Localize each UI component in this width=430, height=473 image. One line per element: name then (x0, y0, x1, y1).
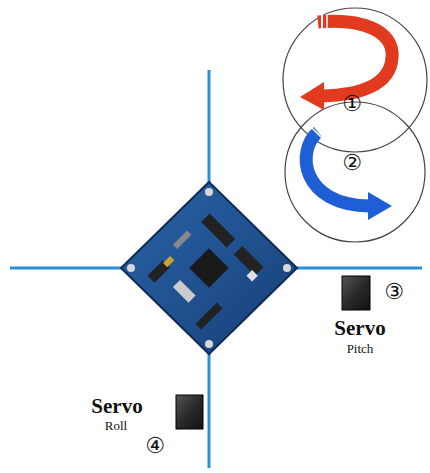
axis-name: Roll (105, 419, 127, 432)
flight-controller-board (121, 182, 297, 354)
part-name: Servo (91, 396, 142, 417)
callout-number: ④ (145, 435, 165, 457)
rotation-circle (285, 102, 425, 242)
callout-number: ③ (384, 281, 404, 303)
callout-number: ② (342, 152, 362, 174)
rotation-circle (283, 8, 427, 152)
servo-symbol (342, 276, 370, 310)
rotation-arrow (306, 128, 392, 220)
part-name: Servo (334, 318, 385, 339)
callout-number: ① (342, 93, 362, 115)
servo-symbol (176, 395, 203, 429)
axis-name: Pitch (347, 342, 374, 355)
